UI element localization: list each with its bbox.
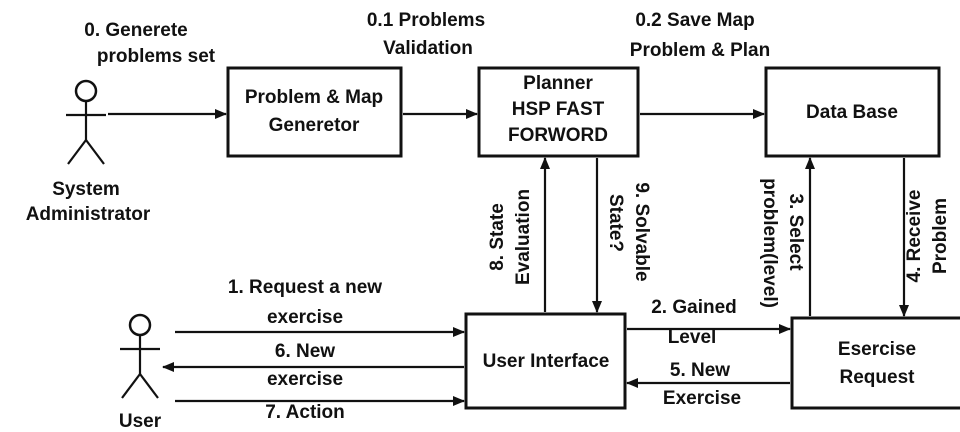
flow-4-label-line1: 4. Receive xyxy=(904,190,925,283)
admin-label-line1: System xyxy=(52,179,120,200)
flow-2-label-line2: Level xyxy=(668,327,717,348)
flow-0-label-line2: problems set xyxy=(97,46,216,67)
admin-label-line2: Administrator xyxy=(26,204,151,225)
user-interface-label: User Interface xyxy=(483,351,610,372)
user-actor-icon xyxy=(120,313,160,399)
user-label: User xyxy=(119,411,162,432)
flow-7-label: 7. Action xyxy=(265,402,345,423)
flow-1-label-line1: 1. Request a new xyxy=(228,277,382,298)
flow-01-label-line2: Validation xyxy=(383,38,473,59)
admin-actor-icon xyxy=(66,79,106,165)
flow-02-label-line2: Problem & Plan xyxy=(630,40,770,61)
flow-5-label-line1: 5. New xyxy=(670,360,730,381)
exercise-request-box xyxy=(790,316,960,410)
generator-box xyxy=(226,66,403,158)
exercise-request-label-line2: Request xyxy=(840,367,916,388)
database-box xyxy=(764,66,941,158)
generator-label-line1: Problem & Map xyxy=(245,87,383,108)
flow-6-label-line1: 6. New xyxy=(275,341,335,362)
planner-label-line2: HSP FAST xyxy=(512,99,605,120)
flow-1-label-line2: exercise xyxy=(267,307,343,328)
user-interface-box xyxy=(464,312,627,410)
generator-label-line2: Generetor xyxy=(269,115,360,136)
flow-8-label-line2: Evaluation xyxy=(513,189,534,285)
flow-3-label-line1: 3. Select xyxy=(785,193,806,271)
planner-box xyxy=(477,66,640,158)
flow-6-label-line2: exercise xyxy=(267,369,343,390)
planner-label-line3: FORWORD xyxy=(508,125,608,146)
flow-02-label-line1: 0.2 Save Map xyxy=(635,10,754,31)
flow-01-label-line1: 0.1 Problems xyxy=(367,10,485,31)
flow-5-label-line2: Exercise xyxy=(663,388,741,409)
flow-2-label-line1: 2. Gained xyxy=(651,297,737,318)
flow-4-label-line2: Problem xyxy=(930,198,951,274)
database-label: Data Base xyxy=(806,102,898,123)
flow-3-label-line2: problem(level) xyxy=(759,178,780,308)
flow-8-label-line1: 8. State xyxy=(487,203,508,271)
exercise-request-label-line1: Esercise xyxy=(838,339,916,360)
flow-9-label-line1: 9. Solvable xyxy=(631,182,652,281)
planner-label-line1: Planner xyxy=(523,73,593,94)
flow-9-label-line2: State? xyxy=(605,194,626,252)
flow-0-label-line1: 0. Generete xyxy=(84,20,188,41)
